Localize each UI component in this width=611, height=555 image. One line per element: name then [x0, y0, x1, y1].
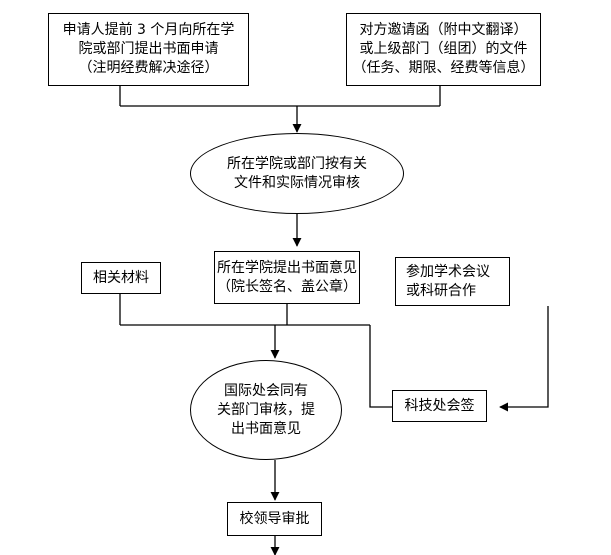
conference-box: 参加学术会议 或科研合作	[395, 257, 510, 306]
college-opinion-line-2: （院长签名、盖公章）	[217, 278, 357, 295]
tech-office-label: 科技处会签	[404, 397, 475, 414]
leader-approval-box: 校领导审批	[227, 502, 322, 536]
arrow-conference-to-tech	[499, 306, 549, 412]
edge-to-tech-office	[369, 325, 392, 408]
application-box: 申请人提前 3 个月向所在学 院或部门提出书面申请 （注明经费解决途径）	[48, 13, 249, 86]
intl-office-ellipse: 国际处会同有 关部门审核，提 出书面意见	[190, 360, 342, 460]
materials-label: 相关材料	[93, 269, 149, 286]
intl-office-line-2: 关部门审核，提	[217, 401, 315, 418]
leader-approval-label: 校领导审批	[239, 510, 310, 527]
college-opinion-box: 所在学院提出书面意见 （院长签名、盖公章）	[214, 251, 360, 304]
materials-box: 相关材料	[81, 262, 161, 294]
application-line-1: 申请人提前 3 个月向所在学	[62, 22, 235, 38]
college-opinion-line-1: 所在学院提出书面意见	[217, 259, 357, 276]
invitation-line-2: 或上级部门（组团）的文件	[359, 41, 528, 57]
invitation-box: 对方邀请函（附中文翻译） 或上级部门（组团）的文件 （任务、期限、经费等信息）	[346, 13, 541, 86]
invitation-line-1: 对方邀请函（附中文翻译）	[359, 22, 528, 38]
invitation-line-3: （任务、期限、经费等信息）	[352, 60, 535, 76]
college-review-line-1: 所在学院或部门按有关	[227, 155, 367, 172]
college-review-ellipse: 所在学院或部门按有关 文件和实际情况审核	[190, 133, 404, 214]
conference-line-2: 或科研合作	[406, 282, 476, 299]
conference-line-1: 参加学术会议	[406, 263, 490, 280]
tech-office-box: 科技处会签	[392, 390, 487, 422]
intl-office-line-1: 国际处会同有	[224, 382, 308, 399]
application-line-2: 院或部门提出书面申请	[78, 41, 219, 57]
intl-office-line-3: 出书面意见	[231, 420, 301, 437]
application-line-3: （注明经费解决途径）	[78, 60, 219, 76]
college-review-line-2: 文件和实际情况审核	[234, 174, 360, 191]
